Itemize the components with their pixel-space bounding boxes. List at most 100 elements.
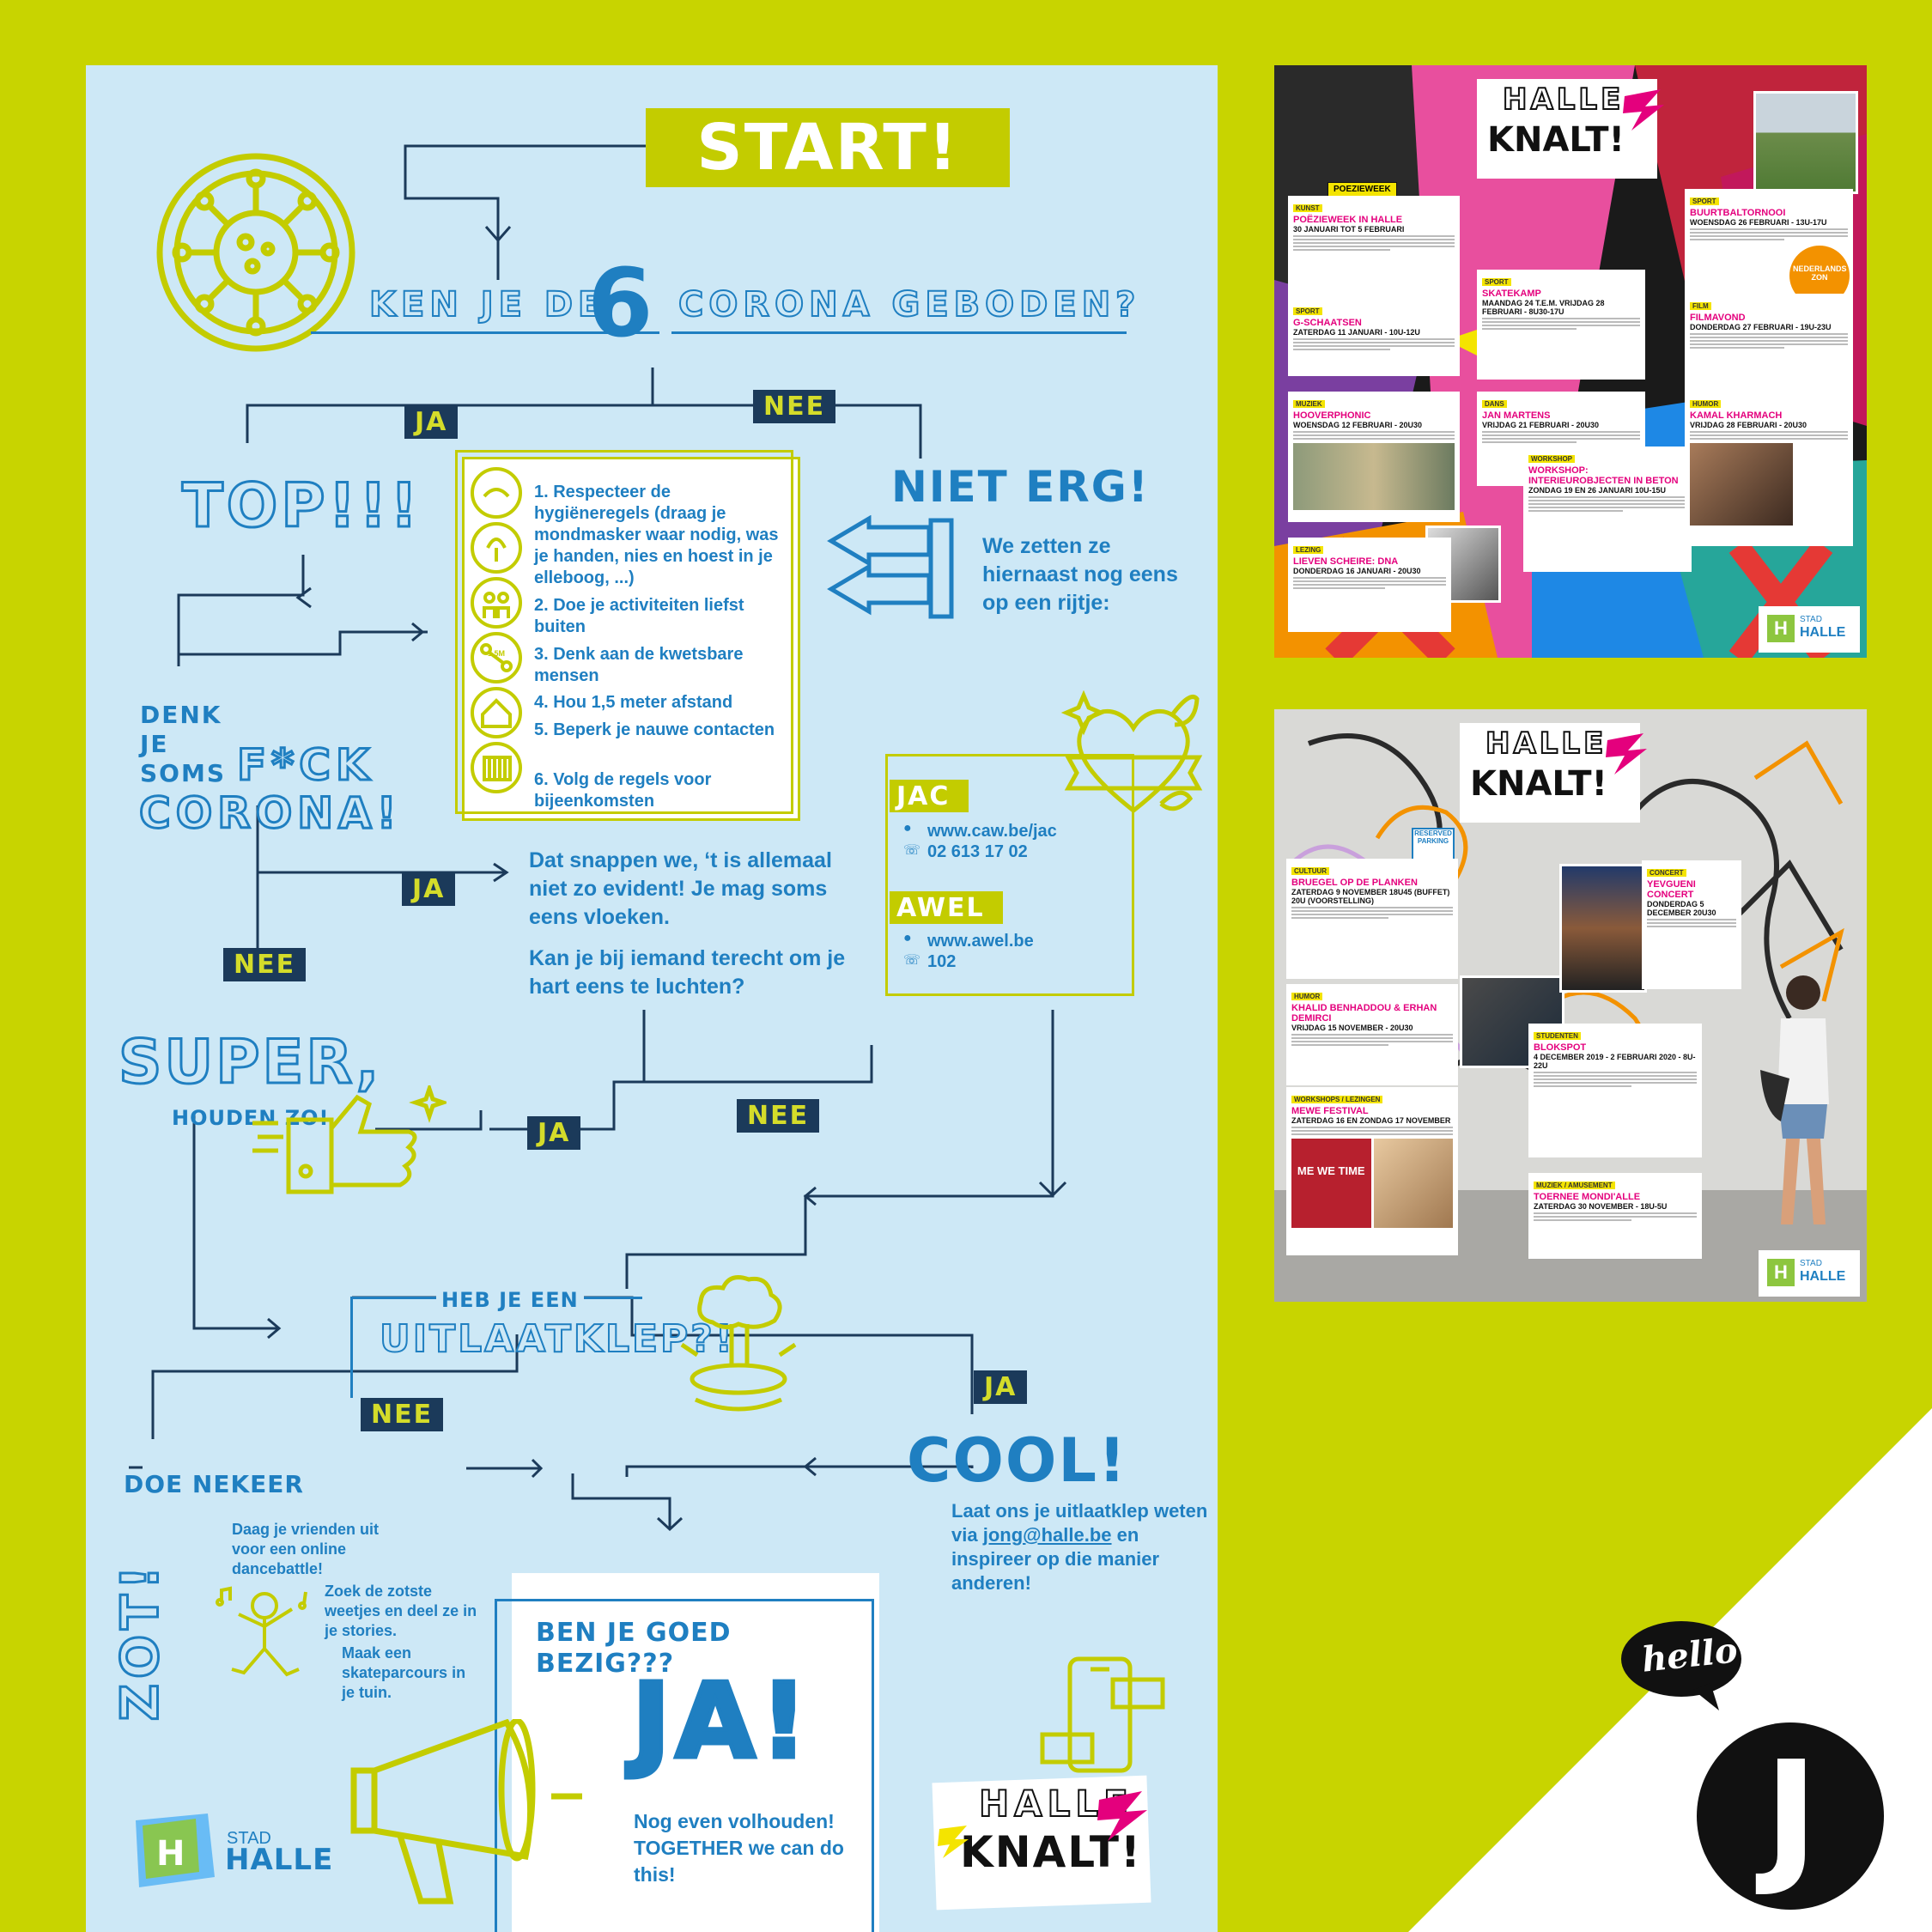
stad-label: STAD	[1800, 615, 1822, 624]
event-card-4: CONCERT YEVGUENI CONCERT DONDERDAG 5 DEC…	[1642, 860, 1741, 989]
stad-halle-mark: H	[1767, 615, 1795, 642]
zot-text-2: Zoek de zotste weetjes en deel ze in je …	[325, 1583, 477, 1639]
megaphone-icon	[350, 1719, 582, 1905]
ja-tag-2: JA	[402, 872, 456, 906]
cool-email-link[interactable]: jong@halle.be	[982, 1524, 1112, 1546]
halle-label: HALLE	[225, 1843, 334, 1877]
event-title: SKATEKAMP	[1482, 289, 1541, 299]
zot-text-1: Daag je vrienden uit voor een online dan…	[232, 1521, 380, 1577]
event-card-5: SPORT SKATEKAMP MAANDAG 24 T.E.M. VRIJDA…	[1477, 270, 1645, 380]
event-cat: KUNST	[1293, 204, 1322, 212]
halle-knalt-line-2: KNALT!	[960, 1827, 1142, 1877]
rule-4: 4. Hou 1,5 meter afstand	[534, 693, 733, 712]
football-photo	[1753, 91, 1858, 194]
rule-1: 1. Respecteer de hygiëneregels (draag je…	[534, 483, 779, 587]
event-card-3: WORKSHOPS / LEZINGEN MEWE FESTIVAL ZATER…	[1286, 1087, 1458, 1255]
heb-je-een: HEB JE EEN	[436, 1288, 584, 1312]
goed-bezig-heading: BEN JE GOED BEZIG???	[536, 1618, 732, 1679]
uitlaatklep-heading: UITLAATKLEP?!	[379, 1316, 735, 1362]
event-cat: WORKSHOPS / LEZINGEN	[1291, 1096, 1383, 1103]
event-card-3: MUZIEK HOOVERPHONIC WOENSDAG 12 FEBRUARI…	[1288, 392, 1460, 522]
halle-label: HALLE	[1800, 1269, 1846, 1284]
event-card-2: HUMOR KHALID BENHADDOU & ERHAN DEMIRCI V…	[1286, 984, 1458, 1085]
jac-tag	[890, 780, 969, 812]
zot-heading: ZOT!	[109, 1559, 172, 1722]
cool-text-2: en inspireer op die manier anderen!	[951, 1524, 1160, 1594]
event-date: ZATERDAG 30 NOVEMBER - 18U-5U	[1534, 1202, 1668, 1211]
event-cat: CONCERT	[1647, 869, 1686, 877]
denk-1: DENK	[140, 701, 222, 729]
event-title: MEWE FESTIVAL	[1291, 1106, 1369, 1116]
event-cat: MUZIEK / AMUSEMENT	[1534, 1182, 1615, 1189]
rules-icon-column	[469, 465, 524, 817]
event-date: WOENSDAG 26 FEBRUARI - 13U-17U	[1690, 218, 1827, 227]
child-photo	[1373, 1139, 1453, 1228]
event-title: JAN MARTENS	[1482, 410, 1551, 421]
speech-bubble-icon	[1621, 1621, 1741, 1710]
cool-heading: COOL!	[907, 1425, 1127, 1496]
event-title: FILMAVOND	[1690, 313, 1746, 323]
lightning-icon	[1606, 733, 1647, 775]
event-cat: STUDENTEN	[1534, 1032, 1581, 1040]
event-card-2: SPORT G-SCHAATSEN ZATERDAG 11 JANUARI - …	[1288, 299, 1460, 376]
event-cat: LEZING	[1293, 546, 1324, 554]
jac-phone: 02 613 17 02	[927, 842, 1028, 861]
rules-box-shadow	[455, 450, 793, 814]
ja-tag-3: JA	[527, 1116, 581, 1150]
question-right: CORONA GEBODEN?	[677, 284, 1141, 325]
lightning-icon-small	[938, 1826, 969, 1858]
stad-label: STAD	[1800, 1259, 1822, 1268]
niet-erg-heading: NIET ERG!	[891, 462, 1150, 512]
zot-text-3: Maak een skateparcours in je tuin.	[342, 1644, 466, 1701]
start-banner	[646, 108, 1010, 187]
event-date: VRIJDAG 21 FEBRUARI - 20U30	[1482, 421, 1600, 429]
awel-title: AWEL	[896, 893, 985, 923]
awel-phone: 102	[927, 952, 957, 971]
halle-knalt-line-2: KNALT!	[1487, 120, 1625, 160]
phone-chat-icon	[1040, 1656, 1165, 1773]
zon-badge-text: NEDERLANDS ZON	[1793, 264, 1847, 282]
event-date: DONDERDAG 27 FEBRUARI - 19U-23U	[1690, 323, 1832, 331]
woman-photo	[1760, 975, 1829, 1224]
mewe-photos: ME WE TIME	[1291, 1139, 1453, 1228]
event-cat: HUMOR	[1690, 400, 1722, 408]
event-cat: SPORT	[1482, 278, 1511, 286]
start-label: START!	[696, 111, 959, 185]
chat-icon-1: ●	[903, 821, 912, 835]
event-date: ZATERDAG 11 JANUARI - 10U-12U	[1293, 328, 1420, 337]
event-date: ZATERDAG 9 NOVEMBER 18U45 (BUFFET) 20U (…	[1291, 888, 1450, 905]
snappen-text-1: Dat snappen we, ‘t is allemaal niet zo e…	[529, 848, 832, 929]
halle-knalt-line-2: KNALT!	[1470, 764, 1607, 804]
distance-badge: 1,5M	[488, 649, 506, 658]
jac-title: JAC	[896, 781, 951, 811]
arrows-left-icon	[827, 515, 954, 619]
snappen-text-2: Kan je bij iemand terecht om je hart een…	[529, 946, 846, 999]
parking-sign: RESERVED PARKING	[1412, 828, 1455, 860]
heart-icon	[1061, 690, 1203, 814]
virus-icon	[156, 153, 355, 352]
event-cat: DANS	[1482, 400, 1507, 408]
band-photo	[1293, 443, 1455, 510]
j-logo-letter: J	[1764, 1730, 1819, 1900]
rule-icons	[471, 467, 522, 793]
event-date: WOENSDAG 12 FEBRUARI - 20U30	[1293, 421, 1423, 429]
awel-tag	[890, 891, 1003, 924]
nee-tag-3: NEE	[737, 1099, 820, 1133]
event-date: MAANDAG 24 T.E.M. VRIJDAG 28 FEBRUARI - …	[1482, 299, 1605, 316]
rule-5: 5. Beperk je nauwe contacten	[534, 720, 775, 739]
event-date: DONDERDAG 5 DECEMBER 20U30	[1647, 900, 1716, 917]
goed-bezig-box-outline	[495, 1599, 874, 1932]
event-card-1: CULTUUR BRUEGEL OP DE PLANKEN ZATERDAG 9…	[1286, 859, 1458, 979]
phone-icon-1: ☏	[903, 843, 921, 858]
corona-heading: CORONA!	[138, 787, 402, 840]
nee-tag-1: NEE	[753, 390, 836, 423]
rule-2: 2. Doe je activiteiten liefst buiten	[534, 596, 744, 636]
niet-erg-text: We zetten ze hiernaast nog eens op een r…	[982, 534, 1178, 615]
goed-bezig-box	[512, 1573, 879, 1932]
comedian-photo	[1690, 443, 1793, 526]
mewe-logo: ME WE TIME	[1291, 1139, 1371, 1228]
dancing-person-icon	[216, 1586, 307, 1677]
lightning-icon	[1623, 89, 1664, 131]
explosion-icon	[680, 1275, 797, 1412]
halle-knalt-line-1: HALLE	[1485, 726, 1607, 762]
